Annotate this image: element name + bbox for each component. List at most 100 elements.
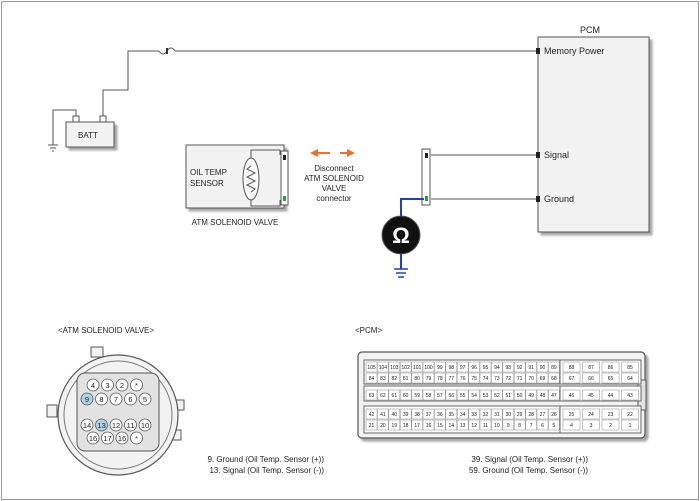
solenoid-pin-label: 14: [83, 421, 91, 430]
pcm-pin: 13: [456, 419, 469, 431]
battery-icon: [65, 121, 115, 148]
instruction-line4: connector: [316, 194, 351, 203]
pcm-pin-label: 41: [380, 412, 386, 418]
pcm-pin-signal: [536, 152, 540, 158]
pcm-pin: 25: [562, 408, 581, 420]
pcm-pin: 65: [601, 372, 620, 384]
pcm-pin: 78: [434, 372, 446, 384]
pcm-pin: 89: [548, 361, 560, 373]
pcm-pin: 85: [621, 361, 639, 373]
solenoid-pin: 11: [124, 418, 137, 432]
pcm-pin: 41: [377, 408, 389, 420]
pcm-pin: 91: [525, 361, 537, 373]
pcm-pin-label: 7: [530, 423, 533, 429]
pcm-pin: 36: [434, 408, 446, 420]
pcm-pin-label: 67: [569, 376, 575, 382]
pcm-pin: 97: [456, 361, 469, 373]
pcm-pin-label: 25: [569, 412, 575, 418]
solenoid-pin-label: 9: [85, 395, 89, 404]
pcm-pin: 88: [562, 361, 581, 373]
pcm-pin: 52: [491, 389, 503, 401]
pcm-pin: 92: [513, 361, 526, 373]
pcm-pin-label: 27: [540, 412, 546, 418]
pcm-pin-label: 103: [390, 365, 399, 371]
battery-circuit: BATT: [48, 47, 536, 152]
pcm-pin-label: 66: [588, 376, 594, 382]
pcm-pin-label: 48: [540, 393, 546, 399]
solenoid-pin-label: 12: [112, 421, 120, 430]
pcm-pin: 21: [365, 419, 378, 431]
pcm-pin: 44: [601, 389, 620, 401]
sensor-label-line1: OIL TEMP: [190, 168, 227, 177]
pcm-pin: 54: [468, 389, 480, 401]
pcm-pin-label: 32: [483, 412, 489, 418]
pcm-pin: 82: [388, 372, 401, 384]
battery-ground-icon: [48, 144, 58, 152]
pcm-pin-label: 93: [506, 365, 512, 371]
pcm-pin: 74: [479, 372, 492, 384]
solenoid-pin-label: 11: [127, 421, 135, 430]
pcm-pin-label: 90: [540, 365, 546, 371]
pcm-pin: 64: [621, 372, 639, 384]
pcm-pin: 28: [525, 408, 537, 420]
pcm-pin-label: 82: [392, 376, 398, 382]
solenoid-pin: 16: [86, 431, 100, 445]
pcm-pin: 86: [601, 361, 620, 373]
solenoid-pin-label: *: [135, 434, 138, 443]
pcm-pin: 47: [548, 389, 560, 401]
pcm-pin-label: 104: [379, 365, 388, 371]
pcm-pin-label: 59: [414, 393, 420, 399]
pcm-pin-label: 43: [627, 393, 633, 399]
pcm-pin-label: 99: [437, 365, 443, 371]
pcm-pin-label: 31: [494, 412, 500, 418]
pcm-pin-label: 102: [402, 365, 411, 371]
solenoid-pin: 12: [109, 418, 123, 432]
pcm-pin-label: 34: [460, 412, 466, 418]
pcm-pin-label: 89: [551, 365, 557, 371]
pcm-pin: 90: [536, 361, 549, 373]
pcm-pin: 6: [536, 419, 549, 431]
pcm-pin-label: 58: [426, 393, 432, 399]
pcm-pin-label: 45: [588, 393, 594, 399]
pcm-connector-title: <PCM>: [355, 326, 382, 335]
pcm-pin-label: 37: [426, 412, 432, 418]
solenoid-pin: 2: [115, 378, 129, 392]
pcm-pin-label: 5: [553, 423, 556, 429]
pcm-pin: 35: [445, 408, 458, 420]
pcm-pin: 12: [468, 419, 480, 431]
pcm-pin-label: 74: [483, 376, 489, 382]
pcm-pin: 98: [445, 361, 458, 373]
solenoid-pin: *: [130, 431, 143, 445]
pcm-pin-label: 70: [528, 376, 534, 382]
pcm-pin-label: 20: [380, 423, 386, 429]
pcm-pin: 15: [434, 419, 446, 431]
solenoid-pin-label: 13: [97, 421, 105, 430]
solenoid-pin-label: 17: [103, 434, 111, 443]
pcm-pin: 102: [399, 361, 412, 373]
pcm-pin: 66: [582, 372, 600, 384]
pcm-pin-label: 22: [627, 412, 633, 418]
pcm-pin-label: 92: [517, 365, 523, 371]
pcm-pin-label: 16: [426, 423, 432, 429]
pcm-pin: 8: [513, 419, 526, 431]
pcm-pin: 31: [491, 408, 503, 420]
pcm-pin-label: 33: [471, 412, 477, 418]
pcm-pin: 58: [422, 389, 435, 401]
pcm-pin: 105: [365, 361, 378, 373]
pcm-pin: 10: [491, 419, 503, 431]
pcm-pin: 14: [445, 419, 458, 431]
pcm-pin: 29: [513, 408, 526, 420]
pcm-pin: 51: [502, 389, 515, 401]
pcm-pin-label: 86: [608, 365, 614, 371]
pcm-pin: 18: [399, 419, 412, 431]
pcm-pin: 93: [502, 361, 515, 373]
pcm-pin: 24: [582, 408, 600, 420]
pcm-pin-label: 24: [588, 412, 594, 418]
pcm-pin-label: 52: [494, 393, 500, 399]
solenoid-pin: 5: [138, 392, 152, 406]
pcm-pin: 22: [621, 408, 639, 420]
pcm-title: PCM: [580, 25, 600, 35]
pcm-pin-label: 51: [506, 393, 512, 399]
